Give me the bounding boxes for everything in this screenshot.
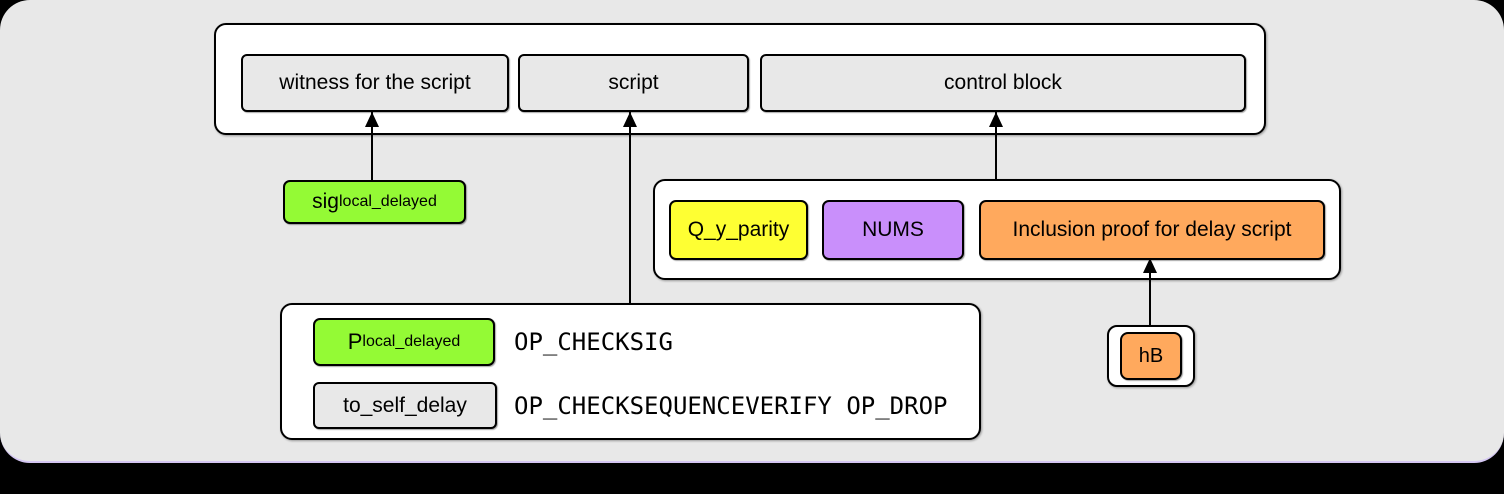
page-background: witness for the script script control bl… [0, 0, 1504, 463]
hash-hb-box: hB [1120, 332, 1182, 380]
field-nums: NUMS [822, 200, 964, 260]
field-q-y-parity: Q_y_parity [669, 200, 808, 260]
arrow-script-detail-to-script [623, 112, 637, 303]
control-block-detail-container: Q_y_parity NUMS Inclusion proof for dela… [653, 179, 1341, 280]
arrow-detail-to-control-block [989, 112, 1003, 179]
slot-witness-for-script: witness for the script [241, 54, 509, 112]
hash-leaf-container: hB [1107, 325, 1195, 387]
arrow-hash-to-inclusion-proof [1143, 258, 1157, 325]
opcode-checksequenceverify-drop: OP_CHECKSEQUENCEVERIFY OP_DROP [514, 391, 948, 420]
slot-control-block-label: control block [944, 71, 1062, 94]
arrow-signature-to-witness [365, 112, 379, 180]
field-q-y-parity-label: Q_y_parity [687, 218, 790, 241]
slot-script: script [518, 54, 749, 112]
field-nums-label: NUMS [862, 218, 924, 241]
field-inclusion-proof: Inclusion proof for delay script [979, 200, 1325, 260]
field-inclusion-proof-label: Inclusion proof for delay script [1012, 218, 1292, 241]
operand-p-base: P [347, 329, 363, 354]
slot-control-block: control block [760, 54, 1246, 112]
hash-hb-label: hB [1138, 344, 1164, 367]
opcode-checksig: OP_CHECKSIG [514, 328, 673, 356]
signature-base: sig [312, 190, 339, 213]
operand-to-self-delay: to_self_delay [313, 382, 497, 429]
slot-script-label: script [608, 71, 659, 94]
operand-to-self-delay-label: to_self_delay [343, 393, 467, 417]
slot-witness-label: witness for the script [279, 71, 471, 94]
witness-structure-container: witness for the script script control bl… [214, 23, 1266, 135]
